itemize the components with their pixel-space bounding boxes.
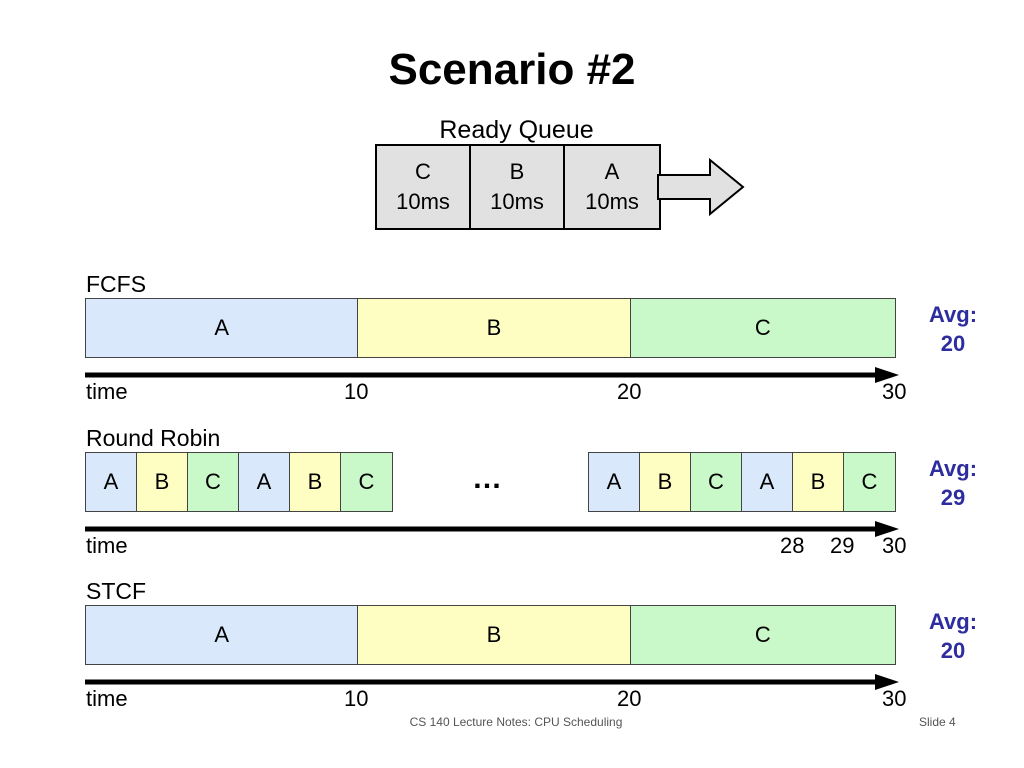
- rr-segment: C: [341, 453, 392, 511]
- fcfs-tick-10: 10: [344, 379, 369, 404]
- stcf-segment-a: A: [86, 606, 359, 664]
- rr-segment: A: [239, 453, 290, 511]
- queue-item: C 10ms: [377, 146, 471, 228]
- queue-item-name: A: [604, 159, 620, 184]
- stcf-segment-c: C: [630, 606, 895, 664]
- round-robin-avg-label: Avg:: [928, 456, 978, 481]
- rr-segment: A: [589, 453, 640, 511]
- round-robin-tick-29: 29: [830, 533, 855, 558]
- round-robin-axis-label: time: [86, 533, 128, 558]
- rr-segment: B: [290, 453, 341, 511]
- rr-segment: A: [742, 453, 793, 511]
- rr-segment: C: [691, 453, 742, 511]
- round-robin-timeline-start: A B C A B C: [85, 452, 393, 512]
- round-robin-tick-30: 30: [882, 533, 907, 558]
- round-robin-tick-28: 28: [780, 533, 805, 558]
- fcfs-tick-30: 30: [882, 379, 907, 404]
- rr-segment: B: [793, 453, 844, 511]
- slide-title: Scenario #2: [388, 45, 636, 94]
- stcf-segment-b: B: [358, 606, 631, 664]
- fcfs-avg-value: 20: [940, 331, 966, 356]
- stcf-tick-20: 20: [617, 686, 642, 711]
- footer-course: CS 140 Lecture Notes: CPU Scheduling: [409, 715, 623, 729]
- fcfs-tick-20: 20: [617, 379, 642, 404]
- rr-segment: C: [188, 453, 239, 511]
- fcfs-time-axis-arrow-icon: [85, 367, 899, 383]
- fcfs-timeline-bar: A B C: [85, 298, 896, 358]
- ready-queue-label: Ready Queue: [439, 116, 594, 144]
- rr-segment: C: [844, 453, 895, 511]
- queue-item-name: B: [509, 159, 525, 184]
- queue-item-name: C: [415, 159, 431, 184]
- fcfs-avg-label: Avg:: [928, 302, 978, 327]
- ready-queue: C 10ms B 10ms A 10ms: [375, 144, 661, 230]
- round-robin-timeline-end: A B C A B C: [588, 452, 896, 512]
- fcfs-segment-c: C: [630, 299, 895, 357]
- fcfs-segment-b: B: [358, 299, 631, 357]
- rr-segment: B: [137, 453, 188, 511]
- queue-item-time: 10ms: [585, 189, 639, 214]
- stcf-axis-label: time: [86, 686, 128, 711]
- round-robin-avg-value: 29: [940, 485, 966, 510]
- rr-segment: B: [640, 453, 691, 511]
- rr-segment: A: [86, 453, 137, 511]
- round-robin-time-axis-arrow-icon: [85, 521, 899, 537]
- stcf-tick-30: 30: [882, 686, 907, 711]
- stcf-label: STCF: [86, 578, 147, 604]
- stcf-avg-label: Avg:: [928, 609, 978, 634]
- stcf-tick-10: 10: [344, 686, 369, 711]
- footer-slide-number: Slide 4: [919, 715, 956, 729]
- fcfs-axis-label: time: [86, 379, 128, 404]
- fcfs-label: FCFS: [86, 271, 147, 297]
- round-robin-label: Round Robin: [86, 425, 221, 451]
- fcfs-segment-a: A: [86, 299, 359, 357]
- queue-item: B 10ms: [471, 146, 565, 228]
- stcf-avg-value: 20: [940, 638, 966, 663]
- queue-item-time: 10ms: [396, 189, 450, 214]
- queue-item-time: 10ms: [490, 189, 544, 214]
- queue-exit-arrow-icon: [657, 158, 745, 217]
- stcf-time-axis-arrow-icon: [85, 674, 899, 690]
- round-robin-ellipsis: …: [472, 462, 503, 495]
- stcf-timeline-bar: A B C: [85, 605, 896, 665]
- queue-item: A 10ms: [565, 146, 659, 228]
